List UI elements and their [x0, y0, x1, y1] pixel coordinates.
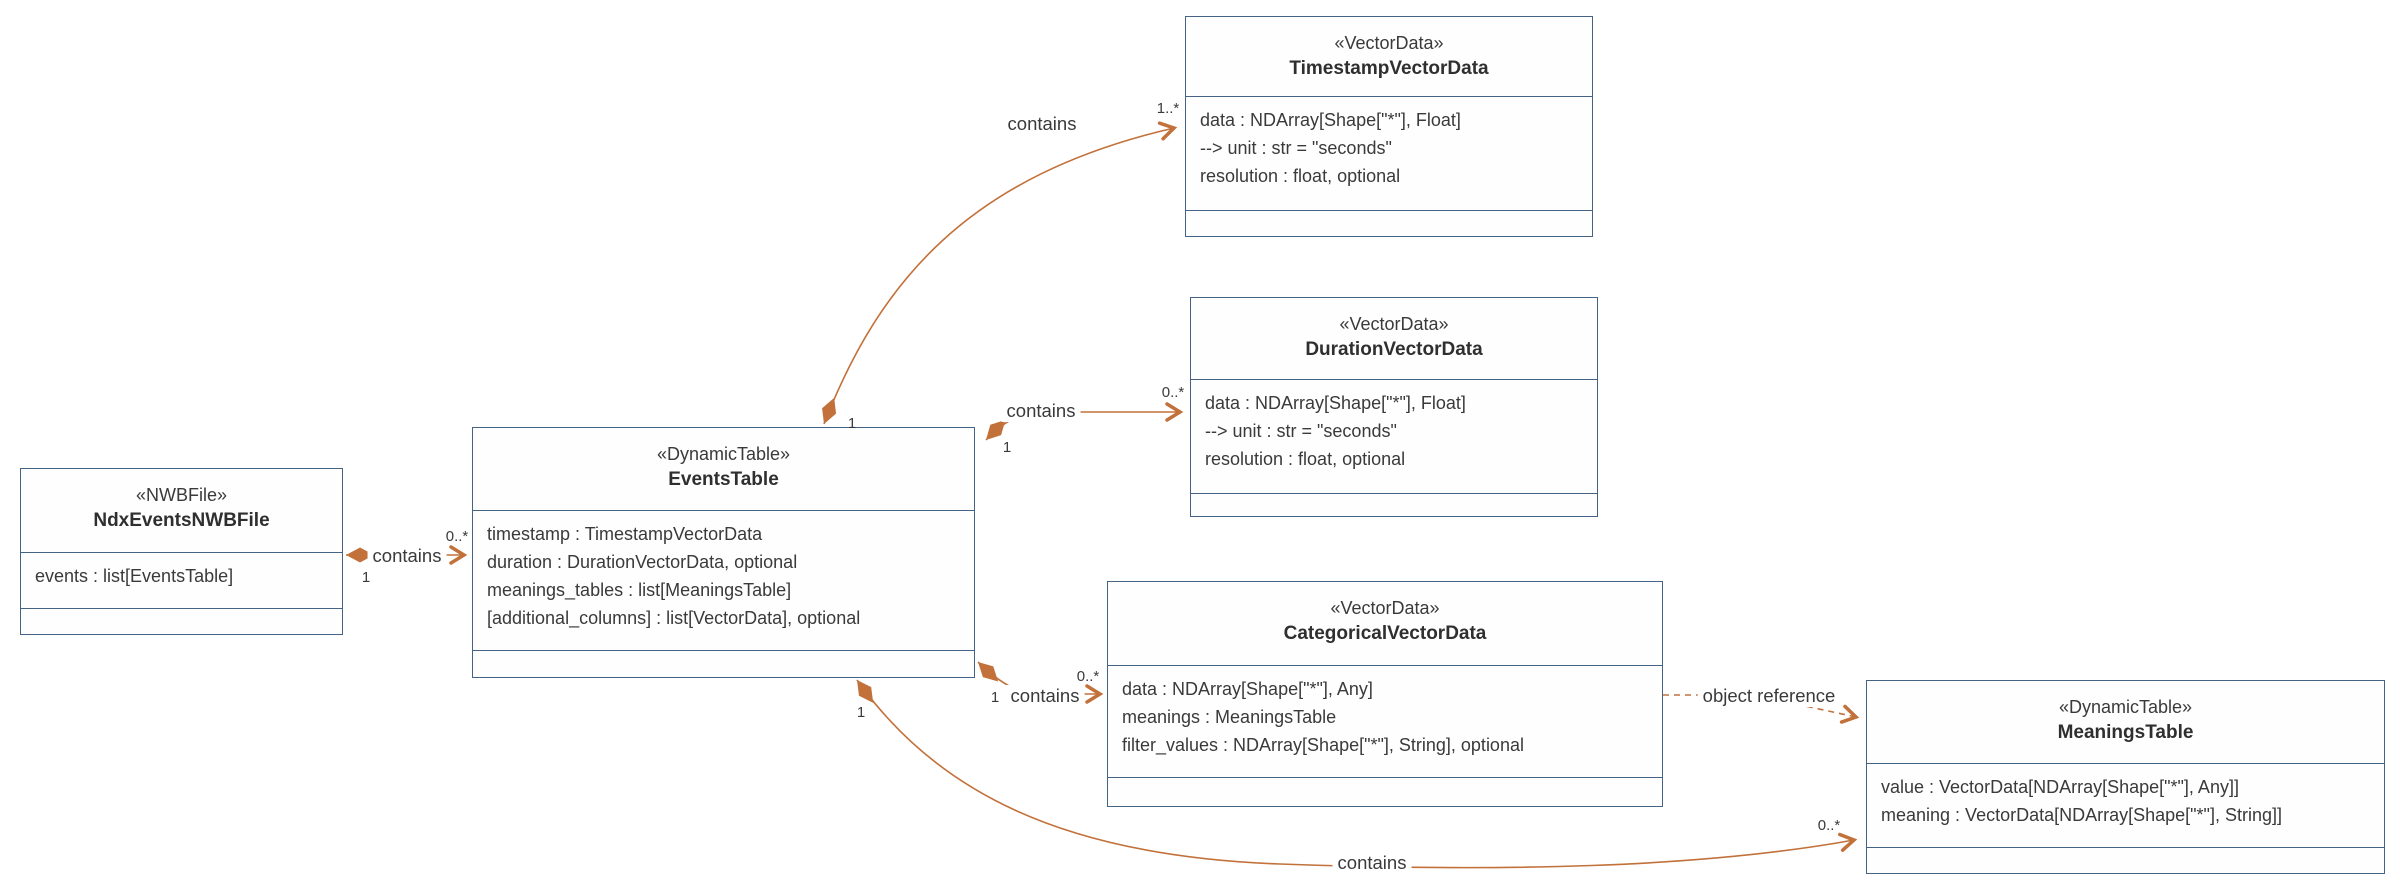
class-name: NdxEventsNWBFile [93, 510, 270, 531]
edge-label-contains: contains [1332, 852, 1412, 874]
attribute-line: timestamp : TimestampVectorData [487, 524, 763, 544]
class-operations-empty [473, 651, 974, 677]
attribute-line: resolution : float, optional [1205, 449, 1406, 469]
class-stereotype: «VectorData» [1330, 598, 1440, 618]
class-stereotype: «DynamicTable» [2058, 697, 2193, 717]
class-operations-empty [1867, 848, 2384, 873]
multiplicity-target: 1..* [1156, 100, 1180, 117]
class-header: «VectorData» TimestampVectorData [1186, 17, 1592, 97]
class-attributes: data : NDArray[Shape["*"], Float] --> un… [1186, 97, 1592, 211]
class-attributes: timestamp : TimestampVectorData duration… [473, 511, 974, 651]
class-header: «VectorData» DurationVectorData [1191, 298, 1597, 380]
class-name: TimestampVectorData [1289, 58, 1489, 79]
class-categorical-vector-data: «VectorData» CategoricalVectorData data … [1107, 581, 1663, 807]
class-operations-empty [1186, 211, 1592, 236]
multiplicity-source: 1 [847, 415, 857, 432]
class-operations-empty [1108, 778, 1662, 806]
class-operations-empty [21, 609, 342, 634]
attribute-line: --> unit : str = "seconds" [1200, 138, 1392, 158]
class-attributes: data : NDArray[Shape["*"], Float] --> un… [1191, 380, 1597, 494]
multiplicity-target: 0..* [1817, 817, 1841, 834]
attribute-line: data : NDArray[Shape["*"], Float] [1200, 110, 1461, 130]
multiplicity-source: 1 [361, 569, 371, 586]
edge-eventstable-contains-meaningstable [856, 679, 1858, 869]
class-timestamp-vector-data: «VectorData» TimestampVectorData data : … [1185, 16, 1593, 237]
multiplicity-source: 1 [1002, 439, 1012, 456]
class-header: «DynamicTable» MeaningsTable [1867, 681, 2384, 764]
attribute-line: value : VectorData[NDArray[Shape["*"], A… [1881, 777, 2239, 797]
attribute-line: duration : DurationVectorData, optional [487, 552, 798, 572]
class-events-table: «DynamicTable» EventsTable timestamp : T… [472, 427, 975, 678]
edge-label-contains: contains [1005, 685, 1085, 707]
edge-label-contains: contains [1002, 113, 1082, 135]
class-header: «NWBFile» NdxEventsNWBFile [21, 469, 342, 553]
attribute-line: --> unit : str = "seconds" [1205, 421, 1397, 441]
class-header: «DynamicTable» EventsTable [473, 428, 974, 511]
class-ndx-events-nwb-file: «NWBFile» NdxEventsNWBFile events : list… [20, 468, 343, 635]
multiplicity-source: 1 [856, 704, 866, 721]
class-stereotype: «DynamicTable» [656, 444, 791, 464]
class-stereotype: «VectorData» [1339, 314, 1449, 334]
class-meanings-table: «DynamicTable» MeaningsTable value : Vec… [1866, 680, 2385, 874]
class-stereotype: «VectorData» [1334, 33, 1444, 53]
multiplicity-target: 0..* [1076, 668, 1100, 685]
class-name: EventsTable [668, 469, 779, 490]
attribute-line: filter_values : NDArray[Shape["*"], Stri… [1122, 735, 1524, 755]
attribute-line: resolution : float, optional [1200, 166, 1401, 186]
attribute-line: [additional_columns] : list[VectorData],… [487, 608, 861, 628]
class-attributes: events : list[EventsTable] [21, 553, 342, 609]
attribute-line: meaning : VectorData[NDArray[Shape["*"],… [1881, 805, 2282, 825]
multiplicity-source: 1 [990, 689, 1000, 706]
class-attributes: data : NDArray[Shape["*"], Any] meanings… [1108, 666, 1662, 778]
class-name: DurationVectorData [1305, 339, 1483, 360]
class-name: MeaningsTable [2057, 722, 2194, 743]
class-operations-empty [1191, 494, 1597, 516]
edge-label-object-reference: object reference [1697, 685, 1841, 707]
class-header: «VectorData» CategoricalVectorData [1108, 582, 1662, 666]
attribute-line: meanings : MeaningsTable [1122, 707, 1337, 727]
edge-eventstable-contains-timestampvectordata [822, 121, 1178, 425]
attribute-line: data : NDArray[Shape["*"], Any] [1122, 679, 1373, 699]
attribute-line: data : NDArray[Shape["*"], Float] [1205, 393, 1466, 413]
class-attributes: value : VectorData[NDArray[Shape["*"], A… [1867, 764, 2384, 848]
edge-label-contains: contains [367, 545, 447, 567]
multiplicity-target: 0..* [1161, 384, 1185, 401]
class-duration-vector-data: «VectorData» DurationVectorData data : N… [1190, 297, 1598, 517]
edge-label-contains: contains [1001, 400, 1081, 422]
multiplicity-target: 0..* [445, 528, 469, 545]
class-stereotype: «NWBFile» [135, 485, 228, 505]
attribute-line: events : list[EventsTable] [35, 566, 234, 586]
attribute-line: meanings_tables : list[MeaningsTable] [487, 580, 792, 600]
class-name: CategoricalVectorData [1283, 623, 1487, 644]
